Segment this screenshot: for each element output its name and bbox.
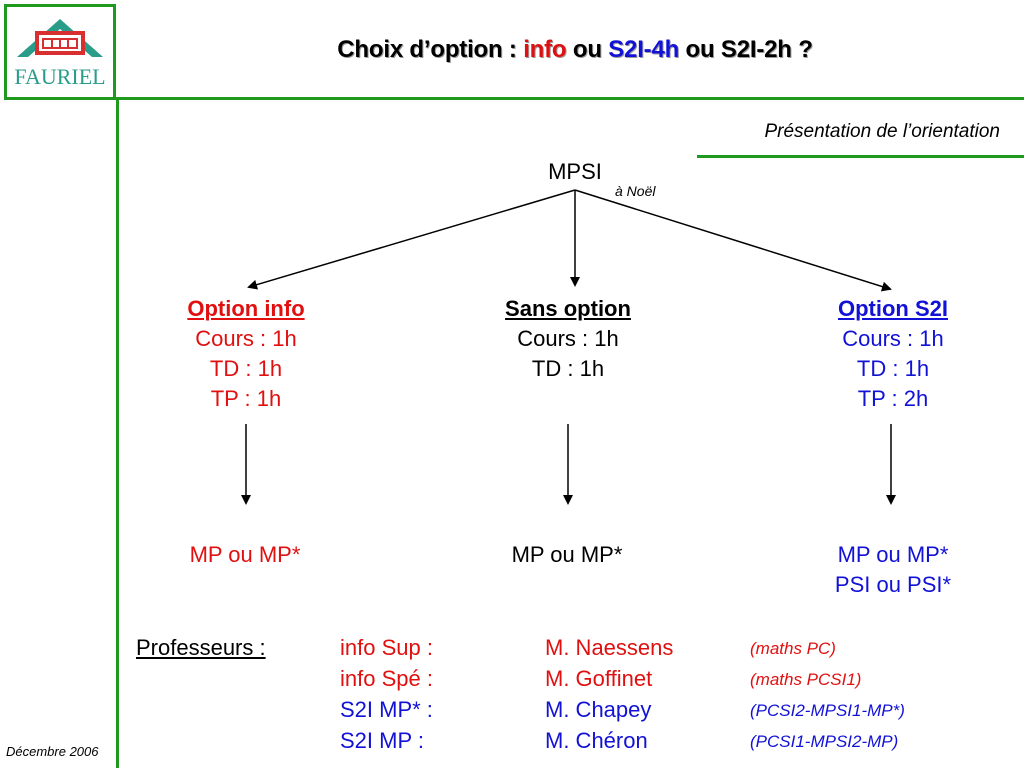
title-rest: ou S2I-2h ?: [679, 36, 813, 63]
page-title: Choix d’option : info ou S2I-4h ou S2I-2…: [150, 36, 1000, 64]
course-s2i-mpstar: S2I MP* :: [340, 697, 433, 722]
root-node: MPSI: [548, 159, 602, 184]
header-divider: [116, 97, 1024, 100]
title-info: info: [523, 36, 567, 63]
prof-chapey: M. Chapey: [545, 697, 652, 722]
left-divider: [116, 100, 119, 768]
professeurs-names: M. Naessens M. Goffinet M. Chapey M. Ché…: [545, 632, 673, 756]
subtitle: Présentation de l’orientation: [764, 121, 1000, 142]
option-s2i-node: Option S2I Cours : 1h TD : 1h TP : 2h: [793, 294, 993, 414]
logo-frame: FAURIEL: [4, 4, 116, 100]
root-note: à Noël: [615, 183, 656, 199]
prof-goffinet: M. Goffinet: [545, 666, 653, 691]
outcome-sans: MP ou MP*: [511, 542, 623, 567]
arrow-to-s2i: [574, 189, 892, 292]
professeurs-courses: info Sup : info Spé : S2I MP* : S2I MP :: [340, 632, 433, 756]
course-s2i-mp: S2I MP :: [340, 728, 424, 753]
option-info-line: TD : 1h: [209, 356, 283, 381]
option-info-line: Cours : 1h: [195, 326, 297, 351]
prof-naessens: M. Naessens: [545, 635, 674, 660]
option-info-title: Option info: [187, 296, 305, 321]
outcome-info: MP ou MP*: [189, 542, 301, 567]
sans-option-node: Sans option Cours : 1h TD : 1h: [468, 294, 668, 384]
course-info-spe: info Spé :: [340, 666, 433, 691]
class-goffinet: (maths PCSI1): [750, 670, 862, 689]
logo-text: FAURIEL: [14, 64, 105, 89]
title-ou: ou: [566, 36, 609, 63]
arrow-to-info: [247, 189, 576, 290]
course-info-sup: info Sup :: [340, 635, 433, 660]
professeurs-classes: (maths PC) (maths PCSI1) (PCSI2-MPSI1-MP…: [750, 633, 905, 757]
option-s2i-title: Option S2I: [838, 296, 948, 321]
subtitle-underline: [697, 155, 1024, 158]
outcome-s2i-line: PSI ou PSI*: [834, 572, 952, 597]
option-s2i-line: TD : 1h: [856, 356, 930, 381]
option-s2i-line: Cours : 1h: [842, 326, 944, 351]
option-s2i-line: TP : 2h: [857, 386, 929, 411]
option-info-line: TP : 1h: [210, 386, 282, 411]
fauriel-logo: FAURIEL: [14, 19, 106, 89]
sans-option-title: Sans option: [505, 296, 631, 321]
option-info-node: Option info Cours : 1h TD : 1h TP : 1h: [146, 294, 346, 414]
sans-option-line: Cours : 1h: [517, 326, 619, 351]
title-part1: Choix d’option :: [337, 36, 524, 63]
outcome-s2i: MP ou MP* PSI ou PSI*: [793, 540, 993, 600]
sans-option-line: TD : 1h: [531, 356, 605, 381]
class-chapey: (PCSI2-MPSI1-MP*): [750, 701, 905, 720]
footer-date: Décembre 2006: [6, 744, 99, 759]
title-s2i4h: S2I-4h: [608, 36, 680, 63]
class-naessens: (maths PC): [750, 639, 836, 658]
class-cheron: (PCSI1-MPSI2-MP): [750, 732, 899, 751]
outcome-s2i-line: MP ou MP*: [837, 542, 949, 567]
prof-cheron: M. Chéron: [545, 728, 648, 753]
professeurs-label: Professeurs :: [136, 635, 266, 660]
